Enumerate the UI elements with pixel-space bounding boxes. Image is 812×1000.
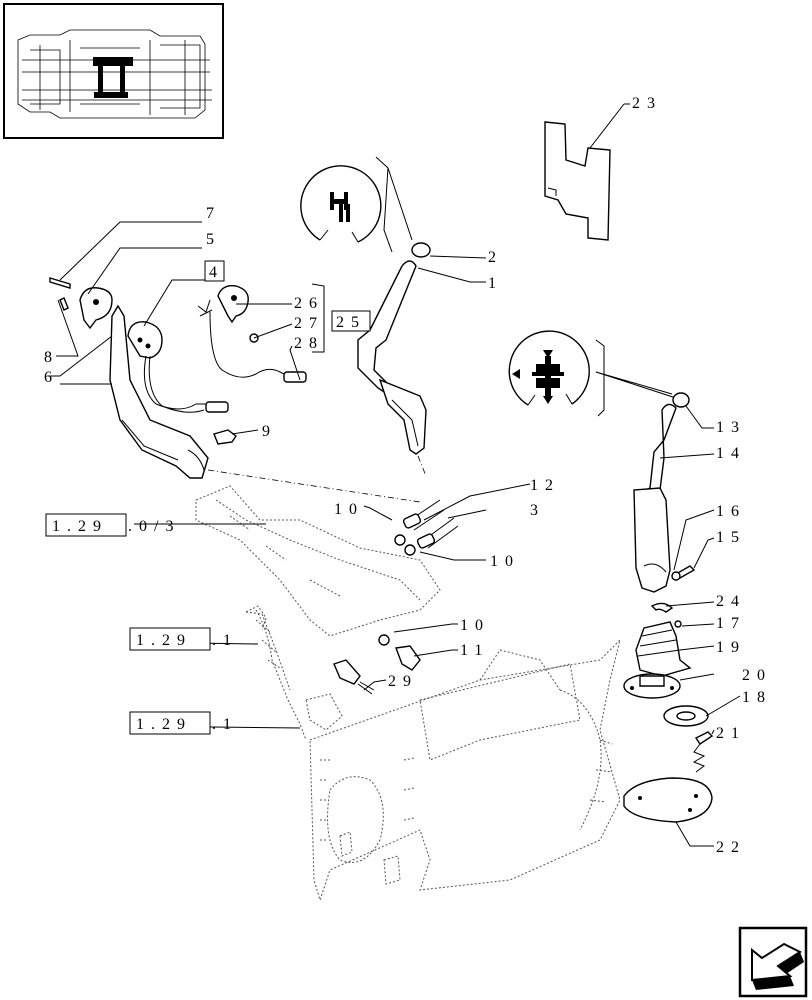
gear-lever-6 <box>109 304 421 503</box>
cover-22 <box>623 777 713 823</box>
previous-page-arrow-icon[interactable] <box>738 926 808 998</box>
callout-labels: 7 5 4 8 6 9 26 27 28 25 2 1 23 12 10 3 1… <box>44 95 772 856</box>
callout-2: 2 <box>488 249 503 266</box>
cable-connectors-3-12 <box>394 499 459 556</box>
callout-6: 6 <box>44 369 59 386</box>
transmission-housing-outline <box>195 485 621 902</box>
reference-1-29-1-b[interactable]: 1.29 .1 <box>129 711 238 735</box>
reference-3-suffix: .1 <box>212 716 238 733</box>
callout-27: 27 <box>294 315 324 332</box>
callout-28: 28 <box>294 335 324 352</box>
plate-20 <box>623 673 681 699</box>
part-23-gasket <box>544 103 630 241</box>
locator-thumbnail[interactable] <box>3 3 224 139</box>
switch-29 <box>333 659 375 695</box>
callout-23: 23 <box>632 95 662 112</box>
callout-25: 25 <box>336 314 366 331</box>
callout-14: 14 <box>716 445 746 462</box>
knob-4 <box>127 321 229 413</box>
reference-1-suffix: .0/3 <box>128 518 180 535</box>
gear-pattern-range-disc <box>300 156 413 253</box>
callout-10a: 10 <box>334 501 364 518</box>
gasket-18 <box>663 705 709 727</box>
callout-19: 19 <box>716 639 746 656</box>
callout-21: 21 <box>716 725 746 742</box>
callout-4-box[interactable]: 4 <box>204 260 225 282</box>
callout-7: 7 <box>206 205 221 222</box>
gear-lever-14 <box>633 392 690 593</box>
reference-2-suffix: .1 <box>212 632 238 649</box>
callout-1: 1 <box>488 275 503 292</box>
callout-16: 16 <box>716 503 746 520</box>
reference-1-29-0-3[interactable]: 1.29 .0/3 <box>45 513 180 537</box>
knob-26 <box>197 285 307 383</box>
callout-22: 22 <box>716 839 746 856</box>
callout-5: 5 <box>206 231 221 248</box>
callout-10c: 10 <box>460 617 490 634</box>
knob-5 <box>79 287 113 330</box>
callout-9: 9 <box>262 423 277 440</box>
callout-17: 17 <box>716 615 746 632</box>
callout-29: 29 <box>388 673 418 690</box>
callout-18: 18 <box>742 689 772 706</box>
reference-1-29-1-a[interactable]: 1.29 .1 <box>129 627 238 651</box>
bolt-9 <box>213 429 237 445</box>
callout-15: 15 <box>716 529 746 546</box>
callout-13: 13 <box>716 419 746 436</box>
callout-10b: 10 <box>490 553 520 570</box>
callout-24: 24 <box>716 593 746 610</box>
screw-21 <box>692 731 714 773</box>
reference-1-boxed: 1.29 <box>52 518 108 535</box>
callout-12: 12 <box>530 477 560 494</box>
connector-10-11 <box>378 634 421 671</box>
bolt-15 <box>671 565 696 581</box>
pin-8 <box>59 297 69 311</box>
reference-2-boxed: 1.29 <box>136 632 192 649</box>
ring-24 <box>650 602 674 613</box>
pin-7 <box>49 277 71 289</box>
boot-19 <box>635 620 692 677</box>
callout-4: 4 <box>209 264 224 281</box>
callout-8: 8 <box>44 349 59 366</box>
callout-25-box[interactable]: 25 <box>331 310 371 332</box>
callout-3: 3 <box>530 502 545 519</box>
callout-20: 20 <box>742 667 772 684</box>
callout-26: 26 <box>294 295 324 312</box>
gear-lever-1 <box>357 242 431 477</box>
callout-11: 11 <box>460 642 489 659</box>
gear-pattern-main-disc <box>508 330 677 417</box>
reference-3-boxed: 1.29 <box>136 716 192 733</box>
